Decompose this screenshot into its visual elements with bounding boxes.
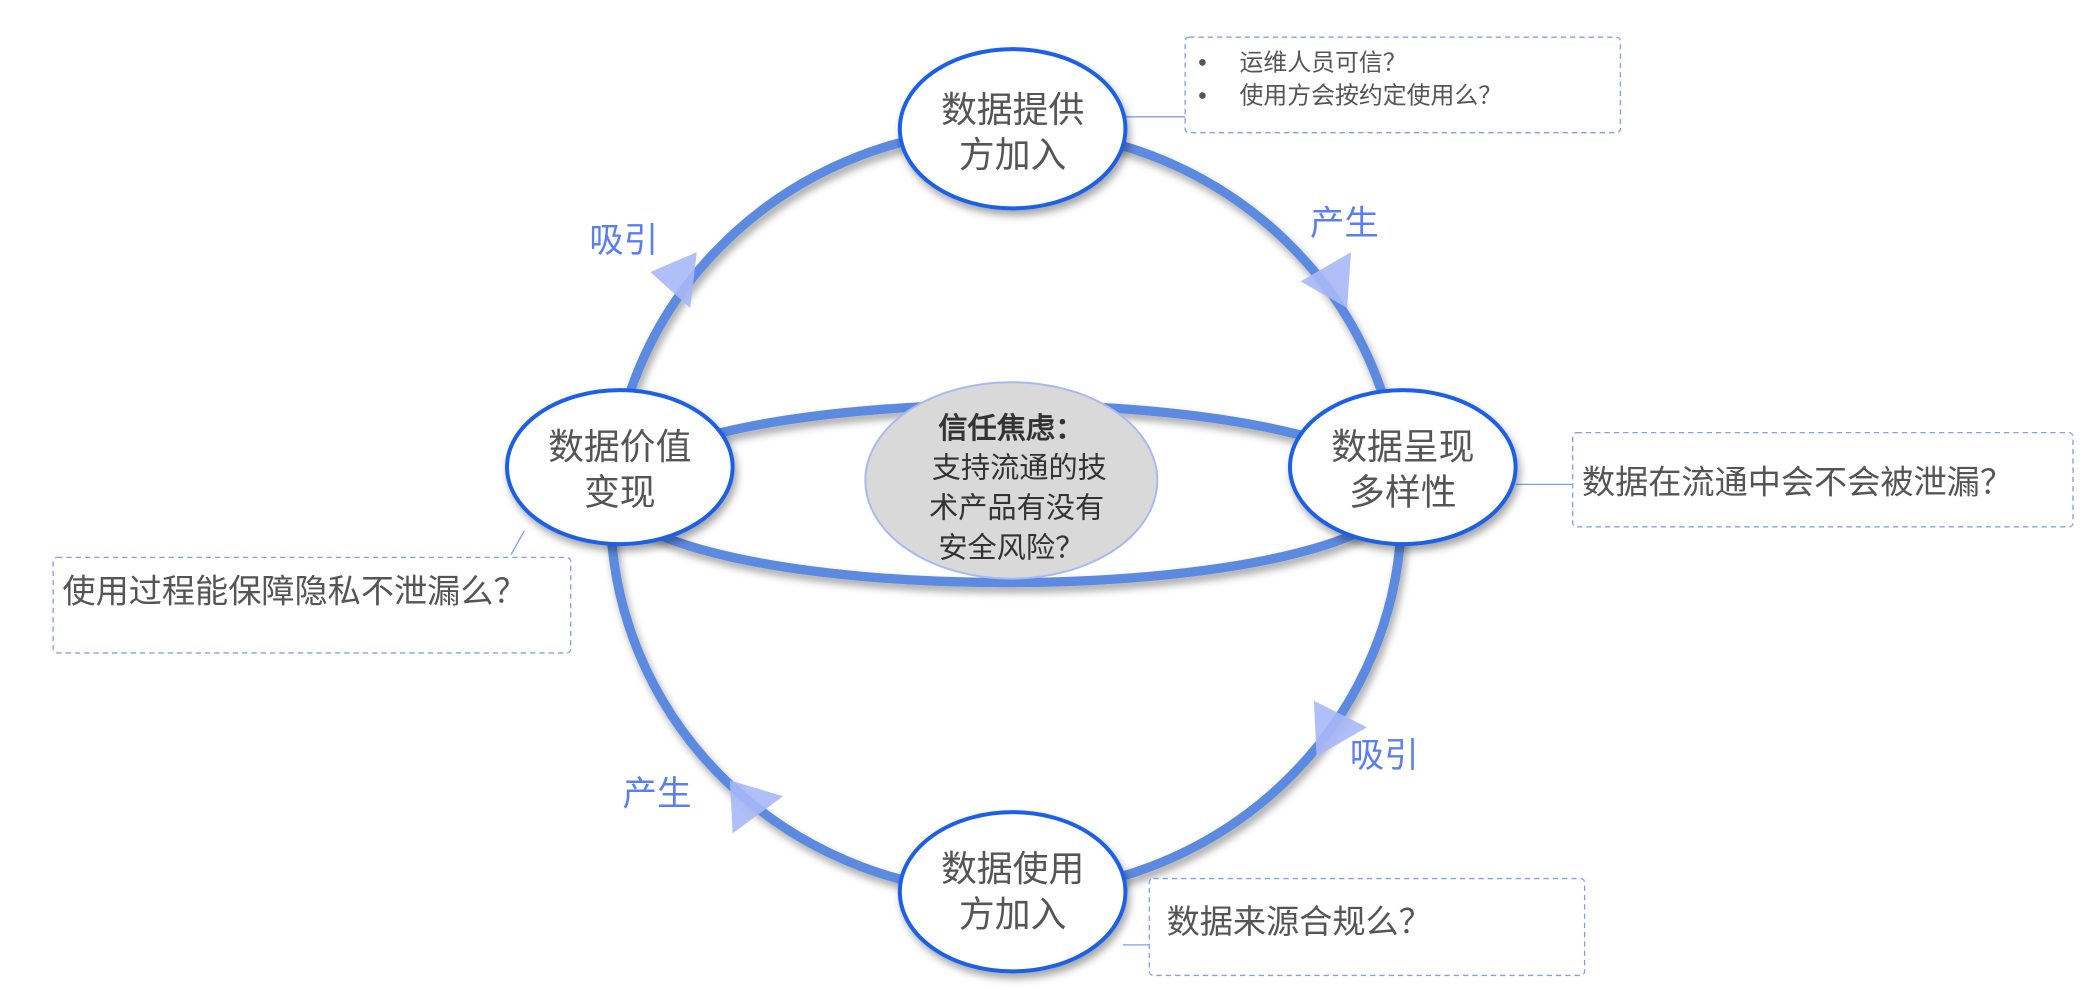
center-line: 术产品有没有 (929, 491, 1104, 525)
note-text: 数据在流通中会不会被泄漏？ (1582, 463, 2013, 502)
node-label: 方加入 (959, 135, 1066, 176)
node-data-consumer: 数据使用 方加入 (897, 810, 1128, 974)
flow-label-produce: 产生 (1310, 204, 1379, 244)
note-text: 使用过程能保障隐私不泄漏么？ (62, 571, 526, 610)
node-label: 数据提供 (941, 90, 1084, 131)
note-consumer: 数据来源合规么？ (1148, 877, 1586, 977)
note-provider: 运维人员可信？ 使用方会按约定使用么？ (1184, 36, 1622, 134)
node-label: 数据价值 (548, 427, 691, 468)
center-title: 信任焦虑： (938, 411, 1084, 445)
note-presentation: 数据在流通中会不会被泄漏？ (1571, 431, 2074, 528)
note-text: 数据来源合规么？ (1167, 902, 1432, 941)
node-data-provider: 数据提供 方加入 (897, 47, 1128, 211)
node-label: 变现 (584, 472, 656, 513)
arrow-icon-bottom-left (729, 780, 784, 834)
center-line: 安全风险？ (938, 530, 1084, 564)
note-bullet: 使用方会按约定使用么？ (1240, 82, 1503, 110)
connector-line (510, 530, 525, 556)
node-label: 方加入 (959, 894, 1066, 935)
center-line: 支持流通的技 (932, 451, 1107, 485)
node-label: 多样性 (1349, 472, 1456, 513)
node-data-presentation: 数据呈现 多样性 (1288, 388, 1518, 547)
flow-label-attract: 吸引 (1350, 736, 1419, 776)
arrow-icon-top-right (1300, 252, 1352, 308)
node-label: 数据使用 (941, 849, 1084, 890)
note-bullet: 运维人员可信？ (1240, 48, 1407, 76)
flow-label-produce: 产生 (622, 775, 691, 815)
flow-label-attract: 吸引 (589, 221, 658, 261)
node-data-value: 数据价值 变现 (505, 388, 735, 547)
trust-anxiety-center: 信任焦虑： 支持流通的技 术产品有没有 安全风险？ (864, 381, 1159, 580)
note-value: 使用过程能保障隐私不泄漏么？ (52, 556, 572, 654)
arrow-icon-bottom-right (1313, 700, 1367, 757)
node-label: 数据呈现 (1331, 427, 1474, 468)
arrow-icon-top-left (650, 252, 697, 308)
